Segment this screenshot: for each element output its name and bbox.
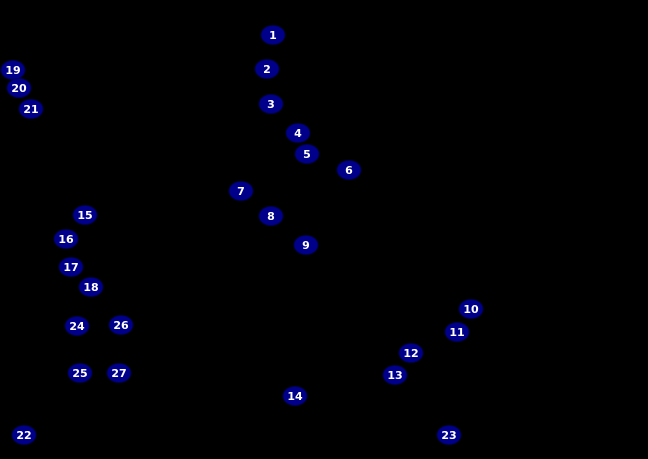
- numbered-marker-3[interactable]: 3: [258, 94, 284, 114]
- numbered-marker-25[interactable]: 25: [67, 363, 93, 383]
- numbered-marker-9[interactable]: 9: [293, 235, 319, 255]
- numbered-marker-18[interactable]: 18: [78, 277, 104, 297]
- numbered-marker-15[interactable]: 15: [72, 205, 98, 225]
- numbered-marker-24[interactable]: 24: [64, 316, 90, 336]
- numbered-marker-23[interactable]: 23: [436, 425, 462, 445]
- numbered-marker-12[interactable]: 12: [398, 343, 424, 363]
- numbered-marker-4[interactable]: 4: [285, 123, 311, 143]
- numbered-marker-2[interactable]: 2: [254, 59, 280, 79]
- numbered-marker-11[interactable]: 11: [444, 322, 470, 342]
- numbered-marker-22[interactable]: 22: [11, 425, 37, 445]
- numbered-marker-8[interactable]: 8: [258, 206, 284, 226]
- numbered-marker-13[interactable]: 13: [382, 365, 408, 385]
- numbered-marker-14[interactable]: 14: [282, 386, 308, 406]
- numbered-marker-19[interactable]: 19: [0, 60, 26, 80]
- numbered-marker-20[interactable]: 20: [6, 78, 32, 98]
- numbered-marker-16[interactable]: 16: [53, 229, 79, 249]
- numbered-marker-1[interactable]: 1: [260, 25, 286, 45]
- numbered-marker-17[interactable]: 17: [58, 257, 84, 277]
- numbered-marker-7[interactable]: 7: [228, 181, 254, 201]
- numbered-marker-27[interactable]: 27: [106, 363, 132, 383]
- numbered-marker-21[interactable]: 21: [18, 99, 44, 119]
- numbered-marker-10[interactable]: 10: [458, 299, 484, 319]
- numbered-marker-5[interactable]: 5: [294, 144, 320, 164]
- numbered-marker-26[interactable]: 26: [108, 315, 134, 335]
- numbered-marker-6[interactable]: 6: [336, 160, 362, 180]
